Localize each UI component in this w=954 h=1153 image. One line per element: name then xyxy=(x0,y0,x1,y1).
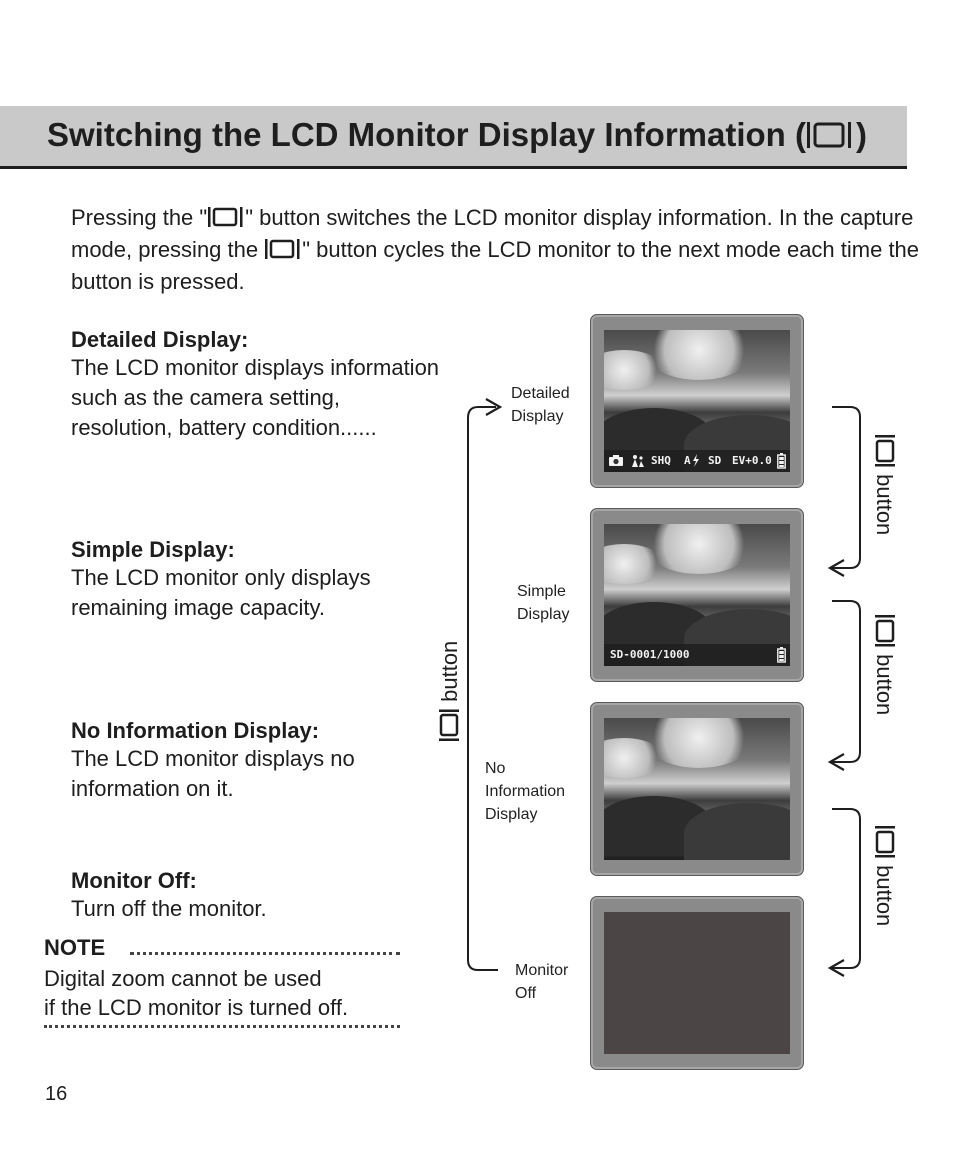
page-title-close: ) xyxy=(855,116,867,153)
monitor-off xyxy=(590,896,804,1070)
monitor-screen: SHQ A SD EV+0.0 xyxy=(604,330,790,472)
note-text: Digital zoom cannot be used if the LCD m… xyxy=(44,966,349,1020)
page-title: Switching the LCD Monitor Display Inform… xyxy=(47,116,867,154)
image-counter: SD-0001/1000 xyxy=(610,648,690,661)
step-arrow-3 xyxy=(832,808,861,969)
media-indicator: SD xyxy=(708,454,722,467)
note-label: NOTE xyxy=(44,935,106,960)
page-number: 16 xyxy=(45,1083,68,1105)
label-simple-display: Simple Display xyxy=(517,583,570,623)
section-detailed-display: Detailed Display: The LCD monitor displa… xyxy=(71,327,443,443)
display-button-icon xyxy=(265,239,300,259)
section-heading: Simple Display: xyxy=(71,537,235,562)
step-arrow-1 xyxy=(832,406,861,569)
display-button-icon xyxy=(875,435,895,467)
section-body: The LCD monitor displays information suc… xyxy=(71,355,440,440)
camera-icon xyxy=(609,455,623,466)
simple-info-bar: SD-0001/1000 xyxy=(604,644,790,666)
section-body: The LCD monitor only displays remaining … xyxy=(71,565,371,620)
monitor-screen xyxy=(604,718,790,860)
display-button-icon xyxy=(875,826,895,858)
ev-indicator: EV+0.0 xyxy=(732,454,772,467)
section-simple-display: Simple Display: The LCD monitor only dis… xyxy=(71,537,381,623)
display-button-icon xyxy=(439,709,459,741)
button-label-3: button xyxy=(871,825,897,926)
label-detailed-display: Detailed Display xyxy=(511,385,570,425)
battery-icon xyxy=(777,453,786,469)
note-divider-bottom xyxy=(44,1025,400,1028)
battery-icon xyxy=(777,647,786,663)
section-heading: Monitor Off: xyxy=(71,868,197,893)
flash-icon xyxy=(693,454,699,467)
detailed-info-bar: SHQ A SD EV+0.0 xyxy=(604,450,790,472)
loop-arrowhead xyxy=(485,398,503,416)
scene-icon xyxy=(632,455,644,467)
display-button-icon xyxy=(208,207,243,227)
flash-mode-indicator: A xyxy=(684,454,691,467)
section-body: The LCD monitor displays no information … xyxy=(71,746,355,801)
monitor-no-information-display xyxy=(590,702,804,876)
section-no-information-display: No Information Display: The LCD monitor … xyxy=(71,718,391,804)
section-heading: No Information Display: xyxy=(71,718,320,743)
monitor-simple-display: SD-0001/1000 xyxy=(590,508,804,682)
monitor-screen: SD-0001/1000 xyxy=(604,524,790,666)
monitor-detailed-display: SHQ A SD EV+0.0 xyxy=(590,314,804,488)
display-button-icon xyxy=(806,122,851,148)
section-monitor-off: Monitor Off: Turn off the monitor. xyxy=(71,868,391,924)
step-arrow-2 xyxy=(832,600,861,763)
section-body: Turn off the monitor. xyxy=(71,896,267,921)
button-label-2: button xyxy=(871,614,897,715)
page-title-text: Switching the LCD Monitor Display Inform… xyxy=(47,116,806,153)
note-divider-top xyxy=(130,952,400,955)
quality-indicator: SHQ xyxy=(651,454,671,467)
intro-paragraph: Pressing the "" button switches the LCD … xyxy=(71,205,920,294)
label-monitor-off: Monitor Off xyxy=(515,962,569,1002)
title-band xyxy=(0,106,907,169)
loop-arrow xyxy=(467,406,498,971)
button-label-loop: button xyxy=(437,641,463,742)
monitor-screen-off xyxy=(604,912,790,1054)
button-label-1: button xyxy=(871,434,897,535)
display-button-icon xyxy=(875,615,895,647)
section-heading: Detailed Display: xyxy=(71,327,249,352)
label-no-information-display: No Information Display xyxy=(485,760,566,823)
